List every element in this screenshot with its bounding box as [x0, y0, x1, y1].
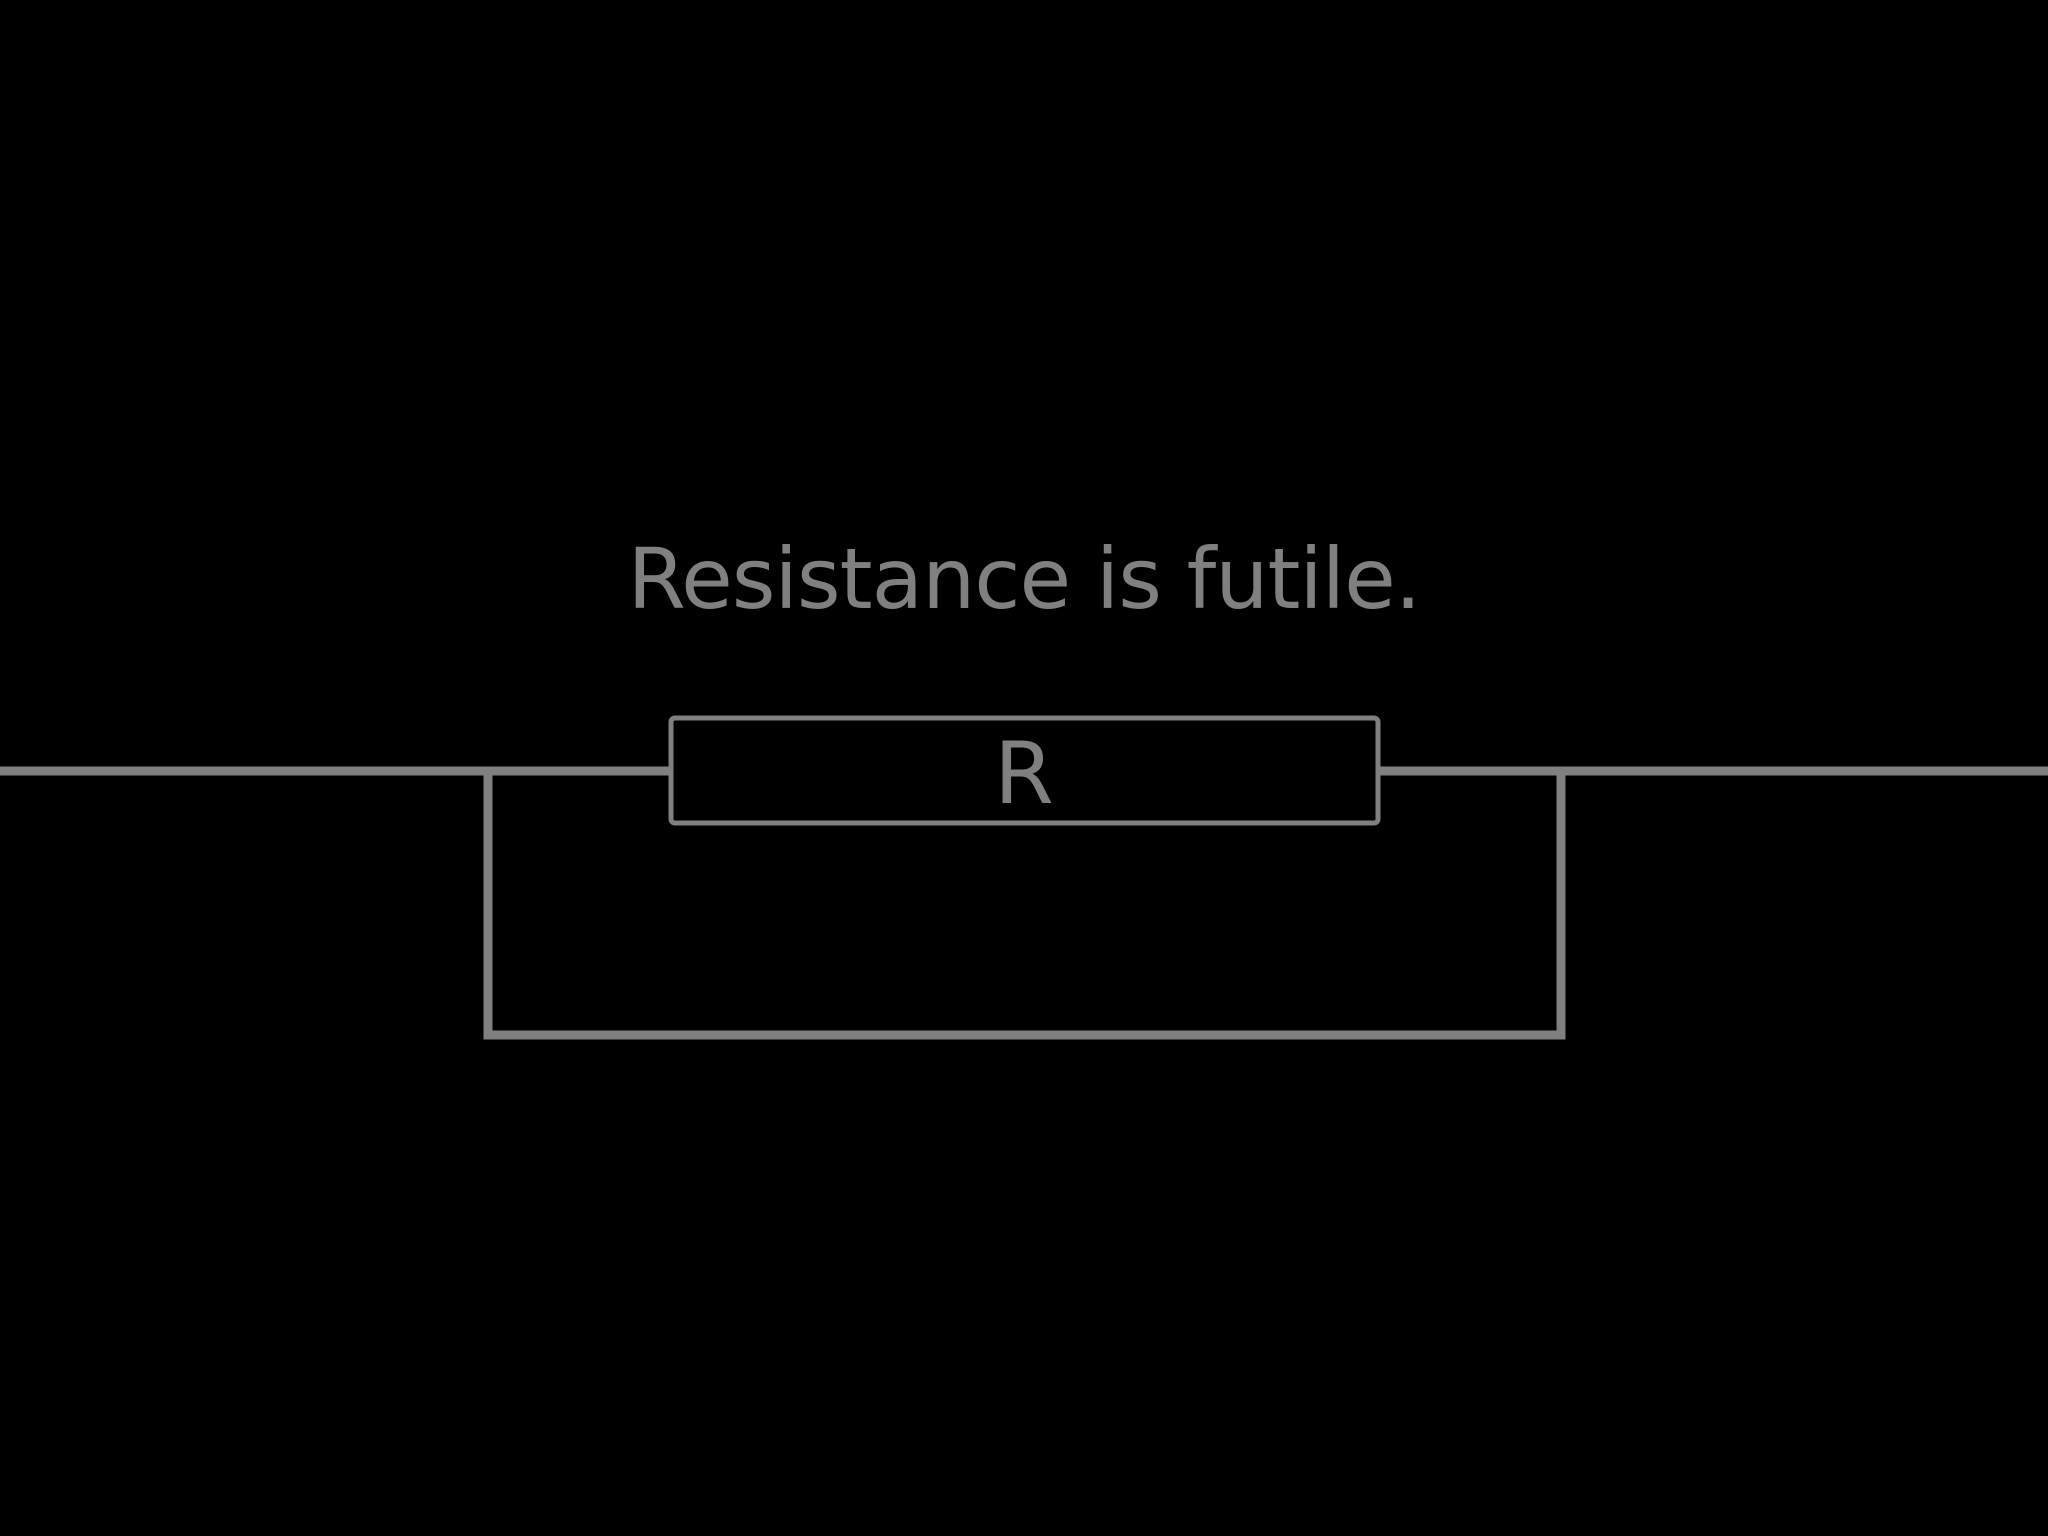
caption-text: Resistance is futile. — [627, 530, 1422, 628]
resistor-body — [668, 715, 1381, 826]
bypass-wire — [483, 766, 1566, 1040]
resistor-label: R — [994, 724, 1054, 824]
